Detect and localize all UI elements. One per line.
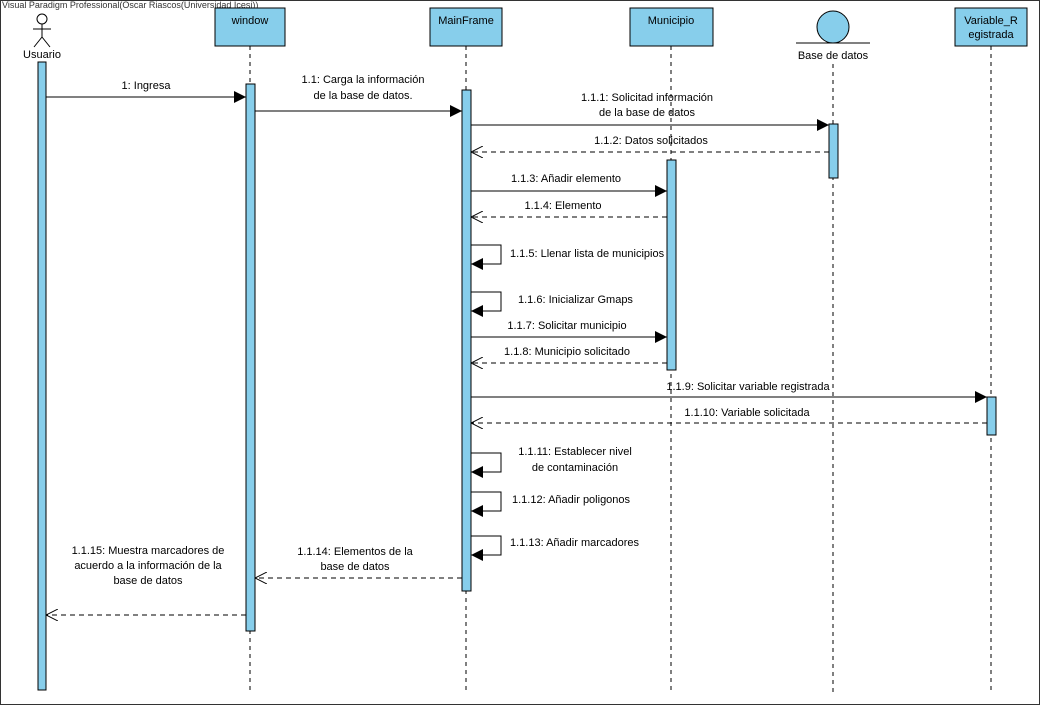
activation-variable: [986, 396, 997, 436]
lifeline-head-basedatos[interactable]: Base de datos: [796, 10, 870, 62]
message-label: de contaminación: [532, 462, 618, 474]
message-label: 1.1.8: Municipio solicitado: [504, 346, 630, 358]
message-label: 1.1: Carga la información: [302, 74, 425, 86]
lifeline-label-mainframe: MainFrame: [438, 15, 494, 27]
message-1-1-11[interactable]: 1.1.11: Establecer nivel de contaminació…: [471, 446, 632, 478]
message-label: 1.1.9: Solicitar variable registrada: [666, 381, 830, 393]
lifeline-head-window[interactable]: window: [214, 7, 286, 47]
message-label: 1.1.5: Llenar lista de municipios: [510, 248, 665, 260]
activation-window: [245, 83, 256, 632]
lifeline-head-municipio[interactable]: Municipio: [629, 7, 714, 47]
message-1-1-15[interactable]: 1.1.15: Muestra marcadores de acuerdo a …: [46, 545, 246, 615]
message-label: acuerdo a la información de la: [74, 560, 222, 572]
message-label: 1: Ingresa: [122, 80, 172, 92]
lifeline-label-basedatos: Base de datos: [798, 50, 869, 62]
message-1-1-14[interactable]: 1.1.14: Elementos de la base de datos: [255, 546, 462, 578]
activation-municipio: [666, 159, 677, 371]
message-1-1-12[interactable]: 1.1.12: Añadir poligonos: [471, 491, 631, 517]
message-label: 1.1.10: Variable solicitada: [684, 407, 810, 419]
message-1-1[interactable]: 1.1: Carga la información de la base de …: [255, 74, 462, 117]
message-label: 1.1.12: Añadir poligonos: [512, 494, 631, 506]
lifeline-head-variable[interactable]: Variable_R egistrada: [954, 7, 1028, 47]
message-label: 1.1.6: Inicializar Gmaps: [518, 294, 633, 306]
message-label: 1.1.11: Establecer nivel: [518, 446, 632, 458]
message-1-1-5[interactable]: 1.1.5: Llenar lista de municipios: [471, 244, 665, 270]
message-label: de la base de datos: [599, 107, 696, 119]
actor-usuario[interactable]: Usuario: [23, 13, 61, 61]
message-label: 1.1.14: Elementos de la: [297, 546, 413, 558]
activation-mainframe: [461, 89, 472, 592]
message-label: 1.1.1: Solicitad información: [581, 92, 713, 104]
message-1-1-6[interactable]: 1.1.6: Inicializar Gmaps: [471, 291, 633, 317]
message-1-1-7[interactable]: 1.1.7: Solicitar municipio: [471, 320, 667, 343]
actor-label: Usuario: [23, 49, 61, 61]
lifeline-label-variable-1: Variable_R: [964, 15, 1018, 27]
entity-circle-icon: [796, 10, 870, 44]
lifeline-label-variable-2: egistrada: [968, 29, 1014, 41]
message-1-1-9[interactable]: 1.1.9: Solicitar variable registrada: [471, 381, 987, 403]
message-1-1-10[interactable]: 1.1.10: Variable solicitada: [471, 407, 987, 423]
message-label: 1.1.15: Muestra marcadores de: [72, 545, 225, 557]
message-1[interactable]: 1: Ingresa: [46, 80, 246, 103]
lifeline-label-municipio: Municipio: [648, 15, 694, 27]
message-1-1-1[interactable]: 1.1.1: Solicitad información de la base …: [471, 92, 829, 131]
message-label: 1.1.7: Solicitar municipio: [507, 320, 626, 332]
watermark-text: Visual Paradigm Professional(Oscar Riasc…: [2, 0, 258, 10]
message-1-1-2[interactable]: 1.1.2: Datos solicitados: [471, 135, 829, 152]
lifeline-label-window: window: [231, 15, 269, 27]
message-1-1-13[interactable]: 1.1.13: Añadir marcadores: [471, 535, 640, 561]
activation-basedatos: [828, 123, 839, 179]
message-1-1-8[interactable]: 1.1.8: Municipio solicitado: [471, 346, 667, 363]
lifeline-head-mainframe[interactable]: MainFrame: [429, 7, 503, 47]
message-label: base de datos: [320, 561, 390, 573]
stick-figure-icon: [33, 13, 51, 48]
message-1-1-3[interactable]: 1.1.3: Añadir elemento: [471, 173, 667, 197]
message-label: de la base de datos.: [313, 90, 412, 102]
message-label: 1.1.13: Añadir marcadores: [510, 537, 640, 549]
message-label: 1.1.3: Añadir elemento: [511, 173, 621, 185]
message-label: 1.1.2: Datos solicitados: [594, 135, 708, 147]
message-label: 1.1.4: Elemento: [524, 200, 601, 212]
message-label: base de datos: [113, 575, 183, 587]
message-1-1-4[interactable]: 1.1.4: Elemento: [471, 200, 667, 217]
activation-usuario: [37, 61, 47, 691]
